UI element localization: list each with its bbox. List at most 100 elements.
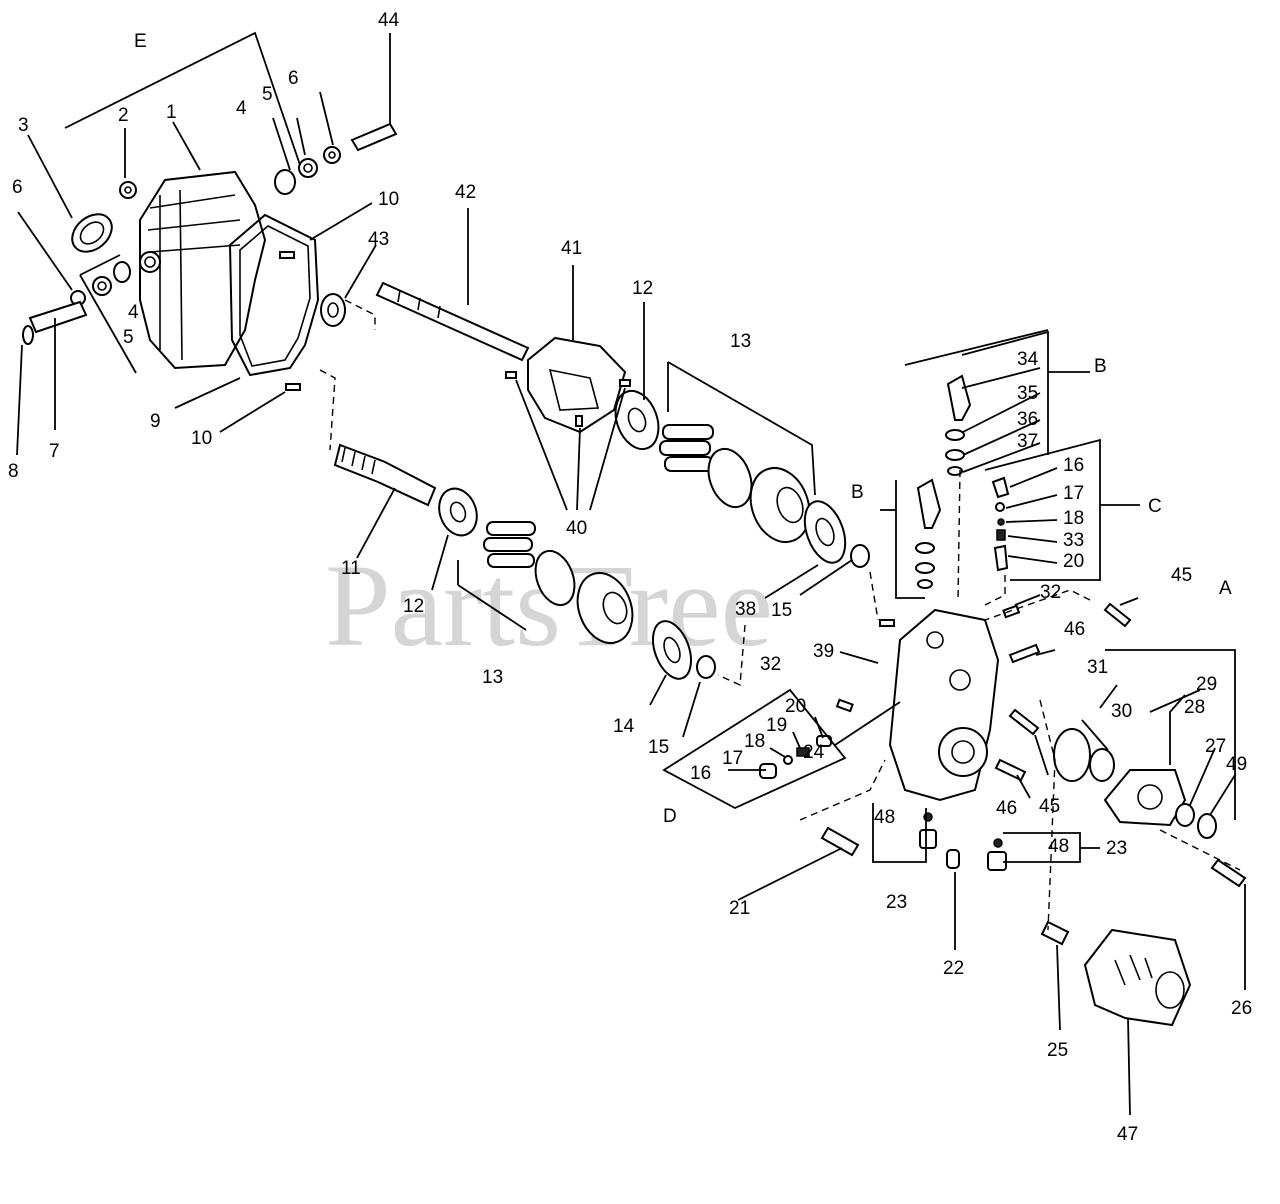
washer-6-top bbox=[323, 146, 341, 164]
callout-36: 36 bbox=[1017, 409, 1038, 430]
leader-lines bbox=[16, 33, 1246, 1116]
bracket-23-right bbox=[1003, 832, 1100, 863]
callout-21: 21 bbox=[729, 898, 750, 919]
callout-15-lower: 15 bbox=[648, 737, 669, 758]
callout-46-lower: 46 bbox=[996, 798, 1017, 819]
callout-38: 38 bbox=[735, 599, 756, 620]
valve-plate-14 bbox=[652, 620, 692, 680]
bracket-23-left bbox=[872, 803, 927, 863]
callout-32-left: 32 bbox=[760, 654, 781, 675]
seal-5-top bbox=[298, 158, 318, 178]
bracket-13-lower bbox=[457, 560, 527, 631]
charge-pump-28 bbox=[1103, 769, 1187, 827]
callout-26: 26 bbox=[1231, 998, 1252, 1019]
callout-27: 27 bbox=[1205, 736, 1226, 757]
bracket-a bbox=[1105, 649, 1236, 820]
gerotor-30 bbox=[1089, 748, 1115, 782]
callout-12-lower: 12 bbox=[403, 596, 424, 617]
dowel-39-40 bbox=[505, 371, 895, 627]
callout-4-left: 4 bbox=[128, 302, 139, 323]
callout-30: 30 bbox=[1111, 701, 1132, 722]
callout-32-right: 32 bbox=[1040, 582, 1061, 603]
callout-29: 29 bbox=[1196, 674, 1217, 695]
callout-49: 49 bbox=[1226, 754, 1247, 775]
main-housing bbox=[139, 170, 267, 370]
callout-18-d: 18 bbox=[744, 731, 765, 752]
group-letter-b-lower: B bbox=[851, 482, 864, 503]
callout-9: 9 bbox=[150, 411, 161, 432]
callout-12-upper: 12 bbox=[632, 278, 653, 299]
bracket-c bbox=[984, 438, 1140, 581]
bracket-b-upper bbox=[961, 330, 1090, 455]
callout-10-lower: 10 bbox=[191, 428, 212, 449]
callout-19-d: 19 bbox=[766, 715, 787, 736]
seal-5-left bbox=[92, 276, 112, 296]
group-letter-d: D bbox=[663, 806, 677, 827]
group-letter-e: E bbox=[134, 31, 147, 52]
filter-47 bbox=[1083, 928, 1192, 1027]
bearing-4-left bbox=[113, 261, 131, 283]
callout-11: 11 bbox=[341, 558, 361, 579]
shaft-7 bbox=[28, 300, 88, 334]
bolt-21 bbox=[820, 826, 860, 857]
valve-group-c bbox=[991, 476, 1010, 572]
washer-2 bbox=[119, 181, 137, 199]
callout-6-top: 6 bbox=[288, 68, 299, 89]
callout-18-c: 18 bbox=[1063, 508, 1084, 529]
bracket-e bbox=[64, 31, 301, 374]
callout-6-left: 6 bbox=[12, 177, 23, 198]
callout-35: 35 bbox=[1017, 383, 1038, 404]
callout-16-d: 16 bbox=[690, 763, 711, 784]
callout-40: 40 bbox=[566, 518, 587, 539]
shaft-11 bbox=[333, 443, 437, 507]
callout-44: 44 bbox=[378, 10, 400, 31]
valve-group-d bbox=[759, 735, 832, 779]
center-section-24 bbox=[888, 608, 1000, 802]
plug-22 bbox=[946, 849, 960, 869]
group-letter-labels: E B B C A D bbox=[134, 31, 1232, 827]
callout-42: 42 bbox=[455, 182, 476, 203]
callout-3: 3 bbox=[18, 115, 29, 136]
callout-28: 28 bbox=[1184, 697, 1205, 718]
callout-22: 22 bbox=[943, 958, 964, 979]
dowel-10 bbox=[279, 251, 301, 391]
callout-41: 41 bbox=[561, 238, 582, 259]
callout-5-left: 5 bbox=[123, 327, 134, 348]
callout-45-upper: 45 bbox=[1171, 565, 1192, 586]
callout-2: 2 bbox=[118, 105, 129, 126]
valve-34-upper bbox=[945, 374, 972, 476]
callout-4-top: 4 bbox=[236, 98, 247, 119]
group-letter-b-upper: B bbox=[1094, 356, 1107, 377]
bracket-13-upper bbox=[667, 361, 816, 496]
callout-39: 39 bbox=[813, 641, 834, 662]
bearing-3 bbox=[71, 213, 113, 253]
bearing-15-upper bbox=[850, 544, 870, 568]
seal-49 bbox=[1197, 813, 1217, 839]
fitting-25 bbox=[1040, 920, 1070, 946]
callout-46-upper: 46 bbox=[1064, 619, 1085, 640]
callout-31: 31 bbox=[1087, 657, 1108, 678]
bracket-d bbox=[662, 688, 847, 810]
o-ring-31 bbox=[1053, 728, 1091, 782]
callout-24: 24 bbox=[803, 742, 825, 763]
callout-13-upper: 13 bbox=[730, 331, 751, 352]
valve-34-lower bbox=[915, 478, 942, 589]
callout-20-c: 20 bbox=[1063, 551, 1084, 572]
retainer-8 bbox=[22, 325, 34, 345]
callout-34: 34 bbox=[1017, 349, 1039, 370]
bearing-4-top bbox=[274, 169, 296, 195]
bolt-26 bbox=[1210, 858, 1247, 888]
callout-17-d: 17 bbox=[722, 748, 743, 769]
callout-13-lower: 13 bbox=[482, 667, 503, 688]
piston-set-13-lower bbox=[483, 521, 634, 644]
callout-23-right: 23 bbox=[1106, 838, 1127, 859]
callout-1: 1 bbox=[166, 102, 177, 123]
callout-37: 37 bbox=[1017, 431, 1038, 452]
callout-33: 33 bbox=[1063, 530, 1084, 551]
bearing-27 bbox=[1175, 803, 1195, 827]
callout-16-c: 16 bbox=[1063, 455, 1084, 476]
bearing-43 bbox=[320, 293, 346, 327]
thrust-washer-12-lower bbox=[438, 487, 478, 537]
callout-15-upper: 15 bbox=[771, 600, 792, 621]
callout-23-left: 23 bbox=[886, 892, 907, 913]
